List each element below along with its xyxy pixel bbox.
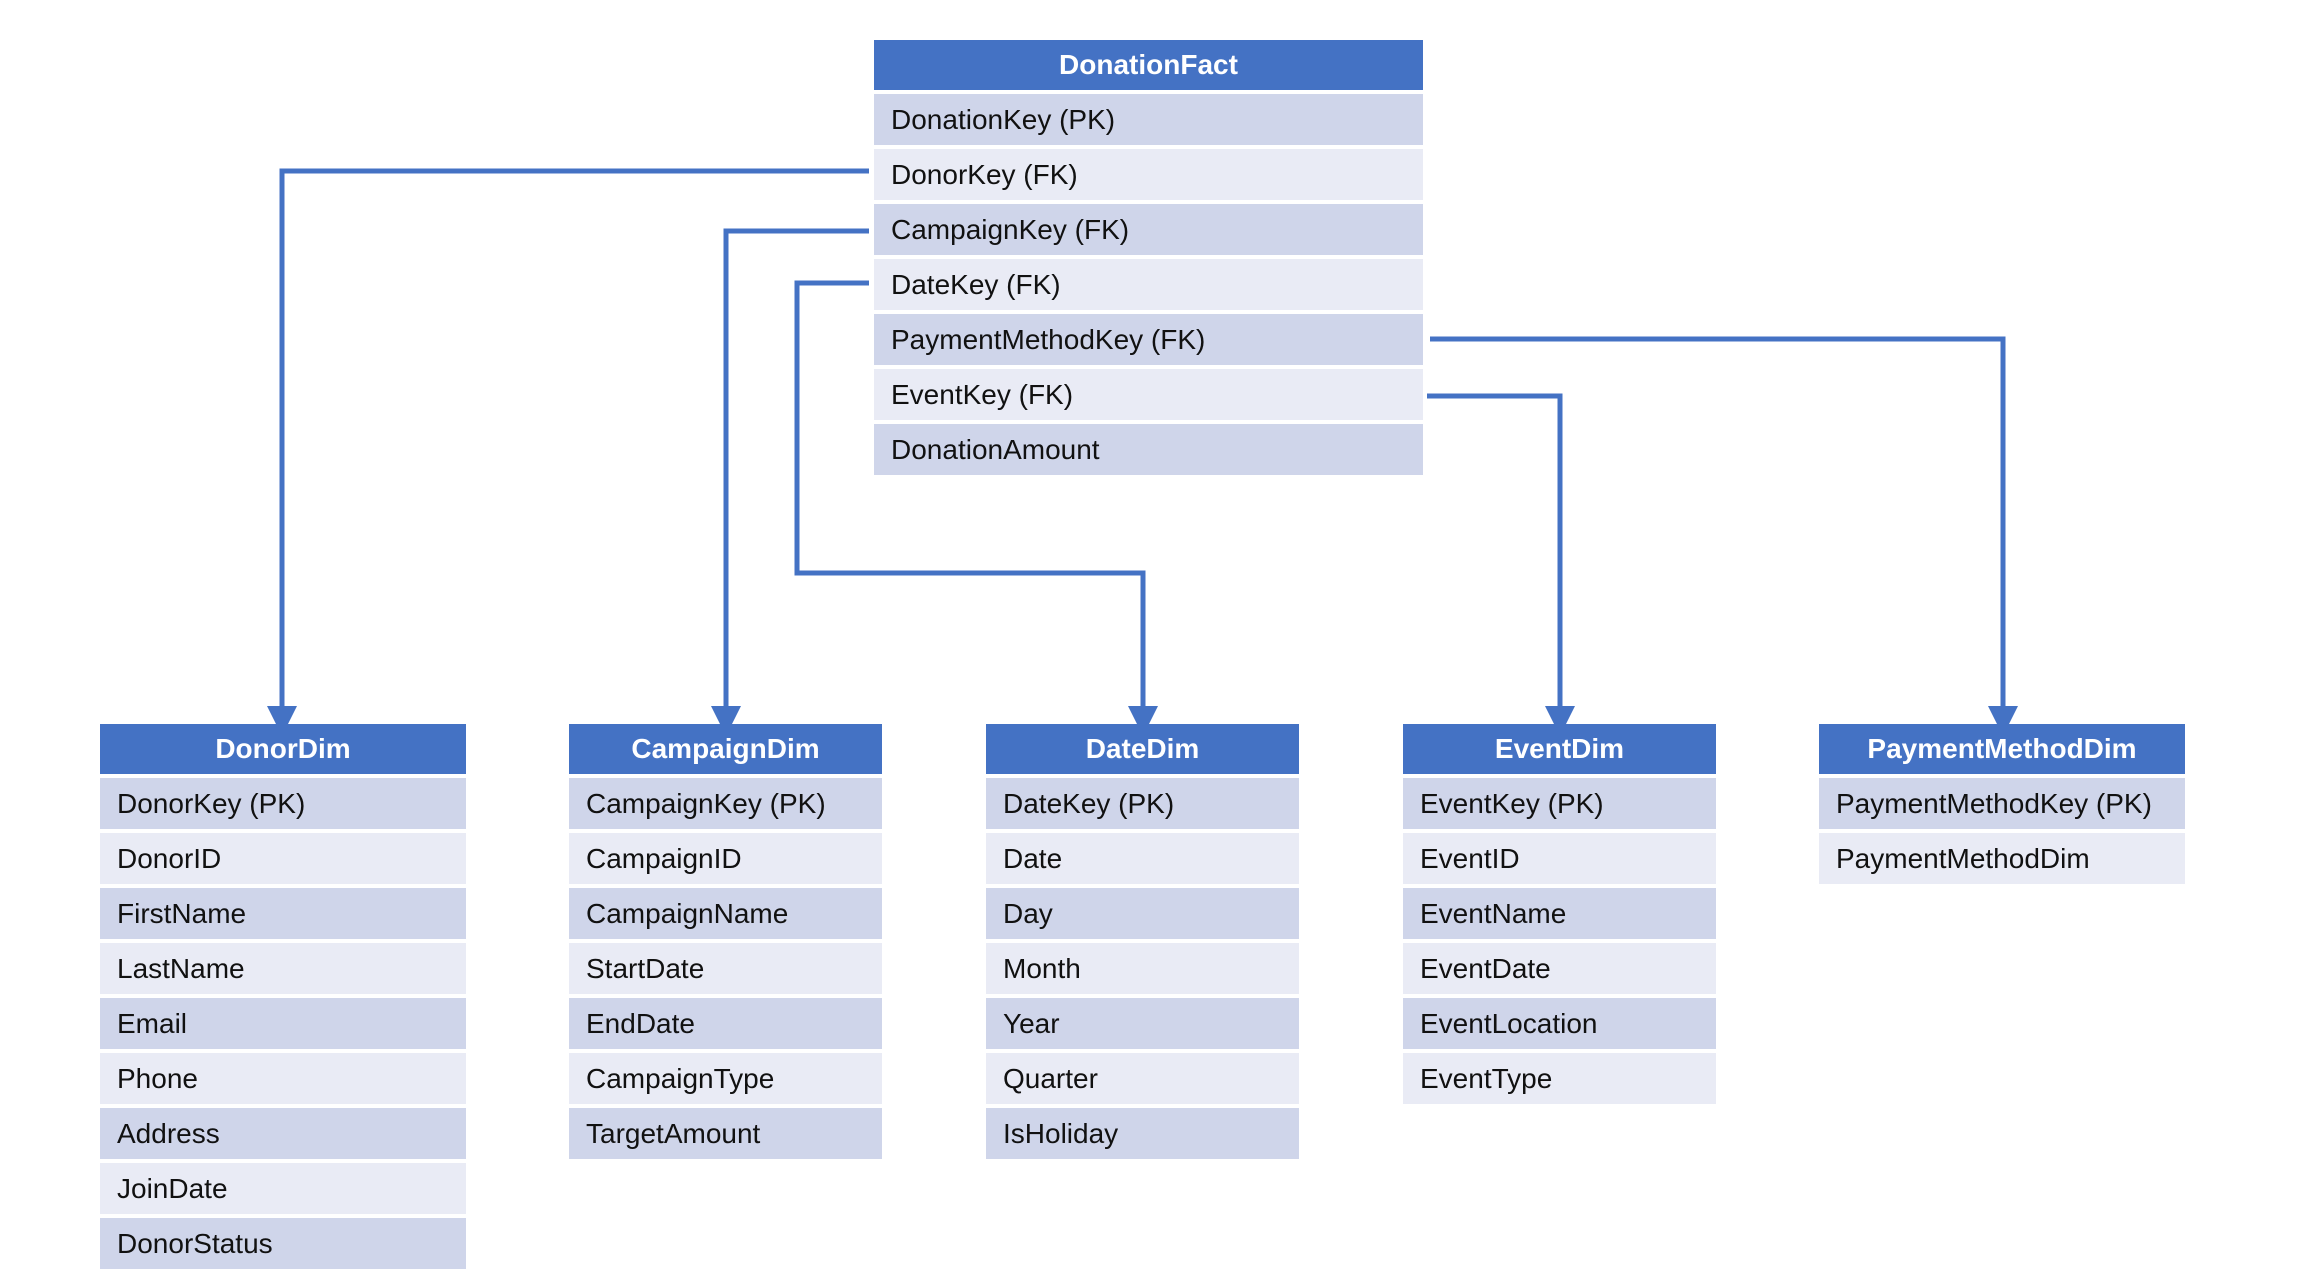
connector-payment [1430,336,2018,736]
table-title: DonorDim [100,724,466,774]
table-title: CampaignDim [569,724,882,774]
field-row: EventName [1403,888,1716,943]
field-row: DateKey (FK) [874,259,1423,314]
connector-event [1427,393,1575,736]
field-row: Phone [100,1053,466,1108]
field-row: JoinDate [100,1163,466,1218]
field-row: CampaignType [569,1053,882,1108]
table-title: EventDim [1403,724,1716,774]
field-row: EndDate [569,998,882,1053]
field-row: LastName [100,943,466,998]
field-row: EventKey (FK) [874,369,1423,424]
field-row: DonationKey (PK) [874,94,1423,149]
field-row: DonorStatus [100,1218,466,1273]
field-row: PaymentMethodKey (PK) [1819,778,2185,833]
field-row: DateKey (PK) [986,778,1299,833]
field-row: CampaignName [569,888,882,943]
field-row: DonationAmount [874,424,1423,479]
field-row: EventDate [1403,943,1716,998]
field-row: DonorKey (FK) [874,149,1423,204]
table-title: PaymentMethodDim [1819,724,2185,774]
connector-date [794,280,1158,736]
field-row: EventLocation [1403,998,1716,1053]
field-row: CampaignKey (FK) [874,204,1423,259]
field-row: StartDate [569,943,882,998]
connector-campaign [711,228,869,736]
field-row: Day [986,888,1299,943]
field-row: TargetAmount [569,1108,882,1163]
field-row: Address [100,1108,466,1163]
field-row: DonorKey (PK) [100,778,466,833]
table-title: DonationFact [874,40,1423,90]
field-row: FirstName [100,888,466,943]
connector-donor [267,168,869,736]
field-row: DonorID [100,833,466,888]
field-row: Year [986,998,1299,1053]
field-row: EventKey (PK) [1403,778,1716,833]
table-donationfact: DonationFact DonationKey (PK)DonorKey (F… [874,40,1423,479]
field-row: IsHoliday [986,1108,1299,1163]
field-row: EventType [1403,1053,1716,1108]
field-row: PaymentMethodKey (FK) [874,314,1423,369]
field-row: Quarter [986,1053,1299,1108]
field-row: Email [100,998,466,1053]
field-row: Month [986,943,1299,998]
field-row: PaymentMethodDim [1819,833,2185,888]
field-row: Date [986,833,1299,888]
field-row: CampaignKey (PK) [569,778,882,833]
table-paymentmethoddim: PaymentMethodDim PaymentMethodKey (PK)Pa… [1819,724,2185,888]
field-row: CampaignID [569,833,882,888]
field-row: EventID [1403,833,1716,888]
table-title: DateDim [986,724,1299,774]
